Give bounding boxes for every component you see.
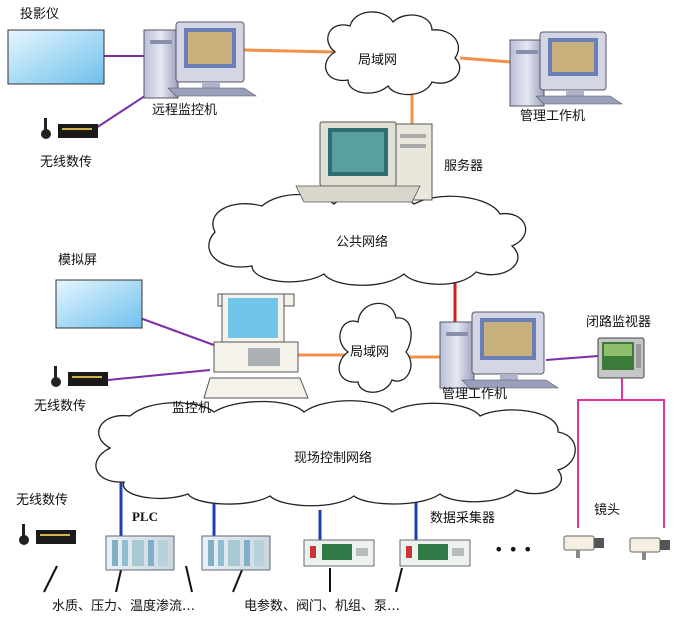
label-ellipsis: • • • [494, 540, 533, 559]
label-sensor-text-1: 水质、压力、温度渗流… [52, 599, 196, 614]
simulation-screen [55, 279, 143, 329]
label-sensor-text-2: 电参数、阀门、机组、泵… [244, 599, 401, 614]
label-data-collector: 数据采集器 [430, 511, 496, 526]
label-lan-top: 局域网 [358, 53, 398, 68]
cloud-lan-top [325, 11, 461, 96]
camera-lens-2 [629, 537, 670, 560]
link-cctv-to-lens-2 [622, 399, 665, 528]
label-public-net: 公共网络 [336, 235, 389, 250]
data-collector-2 [399, 539, 471, 567]
server-computer [295, 121, 433, 203]
camera-lens-1 [563, 535, 604, 558]
tick-col-2 [395, 567, 403, 593]
label-sim-screen: 模拟屏 [58, 253, 98, 268]
link-simscreen-to-monitor [139, 317, 223, 349]
label-plc: PLC [132, 509, 158, 524]
cloud-lan-mid [338, 302, 412, 393]
label-server: 服务器 [444, 159, 484, 174]
link-wireless-mid-to-monitor [107, 369, 211, 381]
tick-plc-3 [185, 565, 193, 593]
label-field-net: 现场控制网络 [294, 451, 373, 466]
link-mgmt-mid-to-cctv [545, 355, 599, 361]
link-remote-to-lan [243, 48, 336, 54]
wireless-modem-mid [51, 366, 108, 387]
tick-plc-1 [43, 565, 58, 593]
label-mgmt-mid: 管理工作机 [442, 387, 508, 402]
management-workstation-mid [439, 311, 559, 389]
cctv-monitor [597, 337, 645, 379]
plc-cabinet-2 [201, 535, 271, 571]
label-lens: 镜头 [594, 503, 621, 518]
label-lan-mid: 局域网 [350, 345, 390, 360]
cloud-field-net [95, 400, 576, 507]
link-cctv-to-lenses [577, 378, 623, 528]
tick-plc-2 [115, 569, 122, 593]
label-wireless-bottom: 无线数传 [16, 493, 69, 508]
label-projector: 投影仪 [20, 7, 60, 22]
link-lan-to-mgmt-top [459, 56, 511, 64]
label-monitor-pc: 监控机 [172, 401, 212, 416]
label-wireless-mid: 无线数传 [34, 399, 87, 414]
tick-plc-4 [232, 569, 243, 593]
label-mgmt-top: 管理工作机 [520, 109, 586, 124]
wireless-modem-bottom [19, 524, 76, 545]
label-remote-monitor: 远程监控机 [152, 103, 218, 118]
monitor-computer [203, 293, 309, 399]
management-workstation-top [509, 31, 623, 107]
projector-screen [7, 29, 105, 85]
remote-monitor-computer [143, 21, 257, 99]
label-wireless-top: 无线数传 [40, 155, 93, 170]
wireless-modem-top [41, 118, 98, 139]
data-collector-1 [303, 539, 375, 567]
plc-cabinet-1 [105, 535, 175, 571]
label-cctv: 闭路监视器 [586, 315, 652, 330]
